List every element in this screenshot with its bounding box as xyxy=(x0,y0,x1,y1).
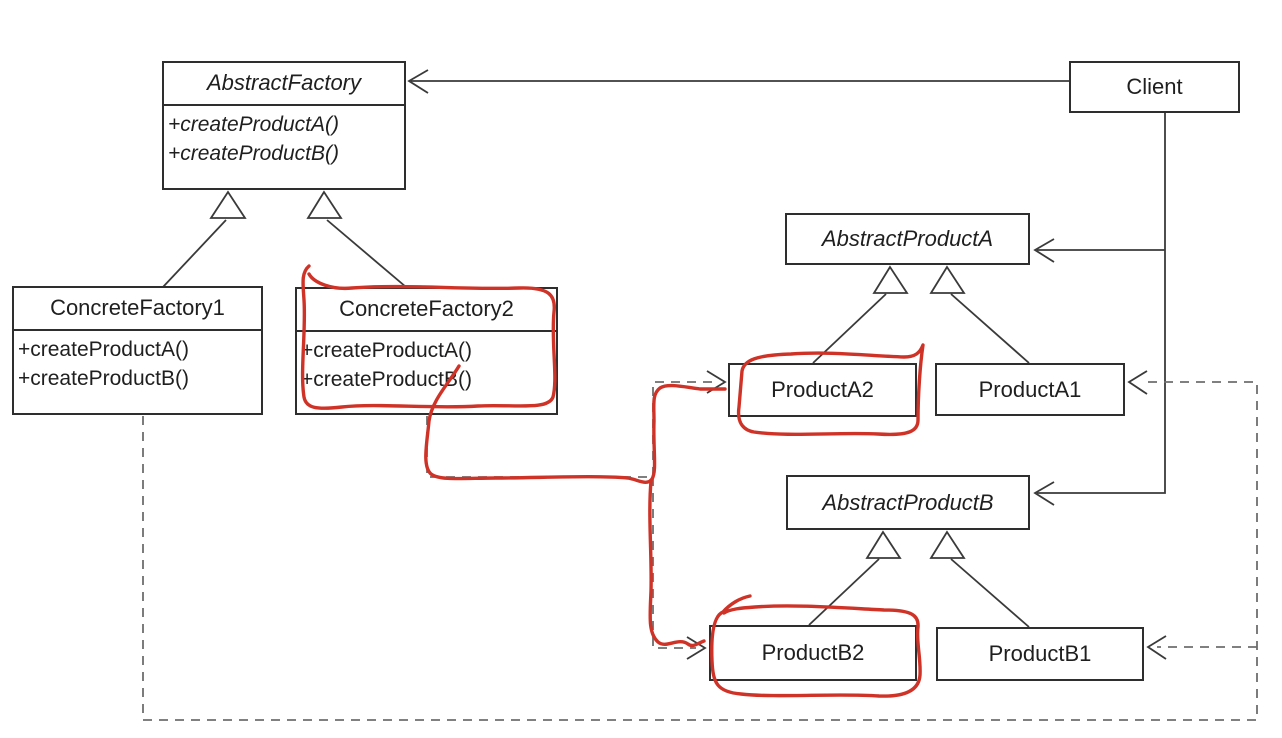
association-client-abstractproductb xyxy=(1033,113,1166,506)
class-box-producta2: ProductA2 xyxy=(728,363,917,417)
class-name: ProductB2 xyxy=(761,640,865,665)
class-box-productb2: ProductB2 xyxy=(709,625,917,681)
hollow-triangle-icon xyxy=(306,190,343,219)
inheritance-concretefactory1 xyxy=(162,190,247,288)
open-arrowhead-icon xyxy=(686,636,707,660)
hollow-triangle-icon xyxy=(929,530,966,559)
open-arrowhead-icon xyxy=(1127,370,1148,395)
open-arrowhead-icon xyxy=(706,370,727,394)
inheritance-producta2 xyxy=(812,265,909,364)
class-name: AbstractProductA xyxy=(821,226,994,251)
class-name: ProductA1 xyxy=(978,376,1082,402)
class-box-client: Client xyxy=(1069,61,1240,113)
class-box-concretefactory1: ConcreteFactory1 +createProductA() +crea… xyxy=(12,286,263,415)
class-name: ConcreteFactory2 xyxy=(339,296,514,321)
association-client-abstractfactory xyxy=(407,69,1069,94)
method-list: +createProductA() +createProductB() xyxy=(164,104,404,172)
method-list: +createProductA() +createProductB() xyxy=(297,330,556,398)
class-name: AbstractFactory xyxy=(206,70,362,95)
class-box-concretefactory2: ConcreteFactory2 +createProductA() +crea… xyxy=(295,287,558,415)
hollow-triangle-icon xyxy=(209,190,247,219)
open-arrowhead-icon xyxy=(407,69,429,94)
class-box-abstractproductb: AbstractProductB xyxy=(786,475,1030,530)
method-label: +createProductA() xyxy=(301,339,472,362)
dependency-concretefactory2-products xyxy=(426,381,716,649)
method-label: +createProductB() xyxy=(301,368,472,391)
open-arrowhead-icon xyxy=(1033,481,1055,506)
inheritance-producta1 xyxy=(929,265,1030,364)
class-name: ProductA2 xyxy=(771,377,874,402)
open-arrowhead-icon xyxy=(1033,238,1055,263)
class-box-abstractfactory: AbstractFactory +createProductA() +creat… xyxy=(162,61,406,190)
inheritance-productb2 xyxy=(808,530,902,626)
method-label: +createProductA() xyxy=(168,113,339,136)
method-label: +createProductB() xyxy=(168,142,339,165)
method-label: +createProductA() xyxy=(18,338,189,361)
class-name: Client xyxy=(1126,74,1183,99)
method-list: +createProductA() +createProductB() xyxy=(14,329,261,397)
hollow-triangle-icon xyxy=(865,530,902,559)
hollow-triangle-icon xyxy=(929,265,966,294)
method-label: +createProductB() xyxy=(18,367,189,390)
inheritance-concretefactory2 xyxy=(306,190,407,288)
red-line-factory2-to-productb2 xyxy=(648,479,706,648)
class-name: ProductB1 xyxy=(988,641,1092,666)
class-box-abstractproducta: AbstractProductA xyxy=(785,213,1030,265)
class-box-productb1: ProductB1 xyxy=(936,627,1144,681)
hollow-triangle-icon xyxy=(872,265,909,294)
inheritance-productb1 xyxy=(929,530,1030,628)
class-box-producta1: ProductA1 xyxy=(935,363,1125,416)
association-client-abstractproducta xyxy=(1033,238,1165,263)
class-name: ConcreteFactory1 xyxy=(50,295,225,320)
open-arrowhead-icon xyxy=(1146,635,1167,660)
class-name: AbstractProductB xyxy=(822,489,994,515)
